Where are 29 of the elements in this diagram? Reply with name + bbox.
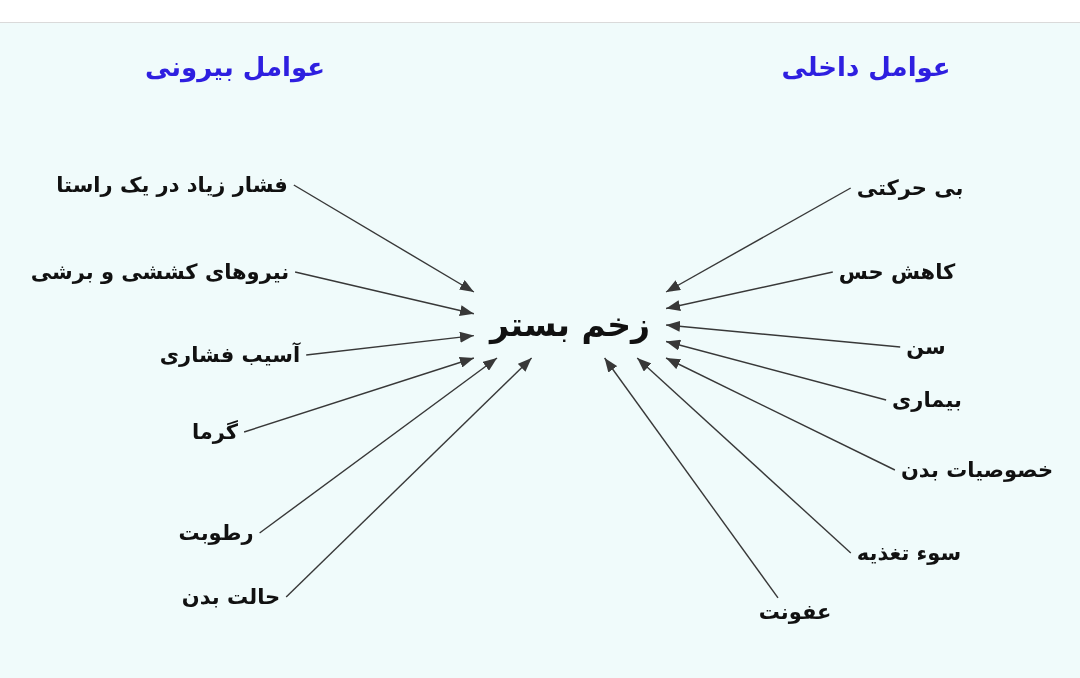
factor-label: فشار زیاد در یک راستا (50, 170, 294, 200)
factor-label: حالت بدن (175, 582, 287, 612)
factor-label: رطوبت (172, 518, 260, 548)
factor-label: آسیب فشاری (153, 340, 307, 370)
factor-label: سوء تغذیه (850, 538, 968, 568)
factor-label: کاهش حس (832, 257, 962, 287)
arrow (665, 271, 834, 311)
factor-label: گرما (185, 417, 245, 447)
factor-label: سن (900, 332, 952, 362)
arrow (665, 357, 896, 471)
heading: عوامل بیرونی (143, 51, 327, 85)
arrow (636, 357, 852, 554)
arrow (603, 357, 779, 599)
arrow (293, 184, 475, 293)
arrow (285, 357, 533, 598)
arrow (258, 357, 498, 534)
arrow (294, 271, 475, 316)
arrow (665, 320, 901, 348)
heading: عوامل داخلی (780, 51, 952, 85)
topic-label: زخم بستر (473, 292, 667, 358)
factor-label: بیماری (886, 385, 968, 415)
arrow (305, 331, 475, 356)
factor-label: نیروهای کششی و برشی (24, 257, 296, 287)
arrow (665, 339, 887, 401)
factor-label: خصوصیات بدن (894, 455, 1060, 485)
arrow (665, 187, 852, 293)
factor-label: عفونت (752, 597, 838, 627)
factor-label: بی حرکتی (850, 173, 970, 203)
arrow (243, 357, 475, 433)
